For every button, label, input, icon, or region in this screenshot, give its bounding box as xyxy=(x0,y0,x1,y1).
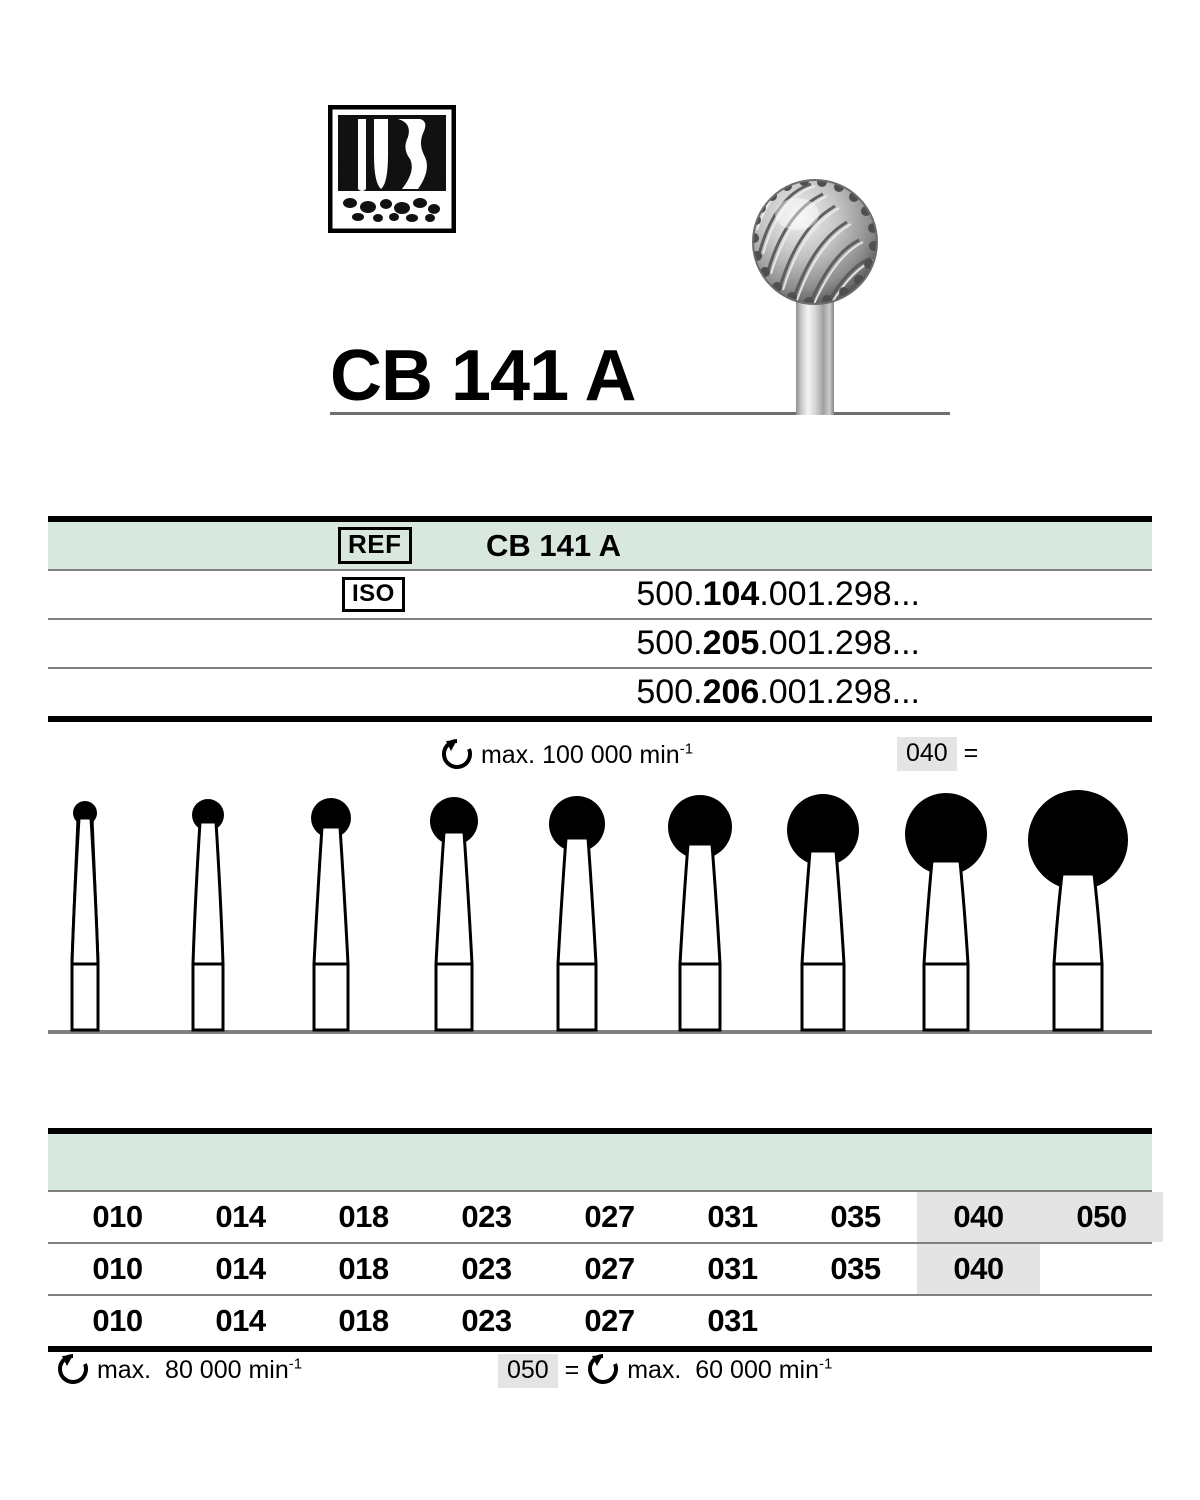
footer-max-label-right: max. xyxy=(627,1356,682,1384)
size-chip-040: 040 xyxy=(897,737,957,771)
speed-unit-exponent: -1 xyxy=(679,740,694,758)
speed-chip-group: 040 = xyxy=(897,737,978,771)
size-cell: 010 xyxy=(92,1303,143,1338)
ref-value: CB 141 A xyxy=(486,527,621,563)
size-cell: 023 xyxy=(461,1303,512,1338)
bur-silhouette xyxy=(787,794,859,1032)
page-title: CB 141 A xyxy=(330,336,636,416)
size-cell: 040 xyxy=(953,1251,1004,1286)
footer-unit-exponent-left: -1 xyxy=(288,1355,303,1373)
size-cell: 014 xyxy=(215,1251,266,1286)
rotation-arrow-icon xyxy=(440,737,474,771)
size-cell: 027 xyxy=(584,1199,635,1234)
bur-silhouette xyxy=(905,793,987,1032)
size-cell: 023 xyxy=(461,1199,512,1234)
table-rule-top xyxy=(48,516,1152,522)
footer-note: max. 80 000 min-1 050 = max. 60 000 min-… xyxy=(48,1348,1152,1398)
equals-sign: = xyxy=(963,739,979,767)
footer-max-label-left: max. xyxy=(96,1356,152,1384)
footer-speed-left: max. 80 000 min-1 xyxy=(56,1352,302,1386)
rotation-arrow-icon xyxy=(586,1352,620,1386)
iso-row-3: 500.206.001.298... xyxy=(48,669,1152,716)
size-table: 010 014 018 023 027 031 035 040 050 010 014 018 023… xyxy=(48,1128,1163,1352)
size-highlight-band xyxy=(917,1244,1040,1294)
size-table-green-band xyxy=(48,1134,1152,1190)
bur-silhouette xyxy=(549,796,605,1032)
iso-row-1: ISO 500.104.001.298... xyxy=(48,571,1152,618)
size-highlight-band xyxy=(917,1192,1163,1242)
size-cell: 023 xyxy=(461,1251,512,1286)
equals-sign: = xyxy=(564,1356,580,1384)
iso-value-3: 500.206.001.298... xyxy=(636,673,920,711)
ref-tag: REF xyxy=(338,527,412,564)
size-row-3: 010 014 018 023 027 031 xyxy=(48,1296,1152,1346)
speed-note-text: max. 100 000 min-1 xyxy=(440,737,693,771)
size-cell: 027 xyxy=(584,1303,635,1338)
table-rule xyxy=(48,1242,1152,1244)
footer-unit-exponent-right: -1 xyxy=(819,1355,833,1373)
size-cell: 018 xyxy=(338,1199,389,1234)
speed-max-label: max. xyxy=(480,741,536,769)
footer-speed-right: 050 = max. 60 000 min-1 xyxy=(498,1352,832,1388)
ref-row: REF CB 141 A xyxy=(48,522,1152,569)
bur-silhouette xyxy=(70,801,100,1032)
title-divider xyxy=(330,412,950,415)
size-cell: 031 xyxy=(707,1251,758,1286)
speed-note: max. 100 000 min-1 040 = xyxy=(48,733,1152,785)
ref-iso-table: REF CB 141 A ISO 500.104.001.298... 500.… xyxy=(48,516,1152,722)
speed-unit: min xyxy=(639,741,680,769)
size-row-2: 010 014 018 023 027 031 035 040 xyxy=(48,1244,1152,1294)
size-cell: 010 xyxy=(92,1199,143,1234)
table-rule xyxy=(48,1294,1152,1296)
size-cell: 040 xyxy=(953,1199,1004,1234)
size-table-rule-top xyxy=(48,1128,1152,1134)
size-cell: 050 xyxy=(1076,1199,1127,1234)
table-rule xyxy=(48,618,1152,620)
footer-unit-left: min xyxy=(248,1356,289,1384)
bur-silhouette xyxy=(311,798,351,1032)
size-cell: 035 xyxy=(830,1251,881,1286)
size-chip-050: 050 xyxy=(498,1354,558,1388)
iso-row-2: 500.205.001.298... xyxy=(48,620,1152,667)
size-cell: 018 xyxy=(338,1303,389,1338)
bur-size-diagram xyxy=(48,790,1152,1040)
speed-max-value: 100 000 xyxy=(542,741,633,769)
iso-value-1: 500.104.001.298... xyxy=(636,575,920,613)
rotation-arrow-icon xyxy=(56,1352,90,1386)
iso-value-2: 500.205.001.298... xyxy=(636,624,920,662)
iso-tag: ISO xyxy=(342,577,405,612)
bur-silhouette xyxy=(191,799,225,1032)
size-cell: 035 xyxy=(830,1199,881,1234)
bur-silhouette xyxy=(1028,790,1128,1032)
table-rule-bottom xyxy=(48,716,1152,722)
size-row-1: 010 014 018 023 027 031 035 040 050 xyxy=(48,1192,1163,1242)
footer-max-value-left: 80 000 xyxy=(165,1356,242,1384)
size-cell: 027 xyxy=(584,1251,635,1286)
footer-max-value-right: 60 000 xyxy=(695,1356,772,1384)
size-table-rule-bottom xyxy=(48,1346,1152,1352)
tooth-in-bone-icon xyxy=(328,105,456,233)
round-carbide-bur-photo xyxy=(735,170,895,415)
size-cell: 031 xyxy=(707,1199,758,1234)
size-cell: 010 xyxy=(92,1251,143,1286)
size-cell: 018 xyxy=(338,1251,389,1286)
size-cell: 031 xyxy=(707,1303,758,1338)
table-rule xyxy=(48,1190,1152,1192)
header-area: CB 141 A xyxy=(0,0,1200,470)
footer-unit-right: min xyxy=(778,1356,819,1384)
size-cell: 014 xyxy=(215,1303,266,1338)
table-rule xyxy=(48,667,1152,669)
table-rule xyxy=(48,569,1152,571)
size-cell: 014 xyxy=(215,1199,266,1234)
bur-silhouette xyxy=(430,797,478,1032)
bur-silhouette xyxy=(668,795,732,1032)
